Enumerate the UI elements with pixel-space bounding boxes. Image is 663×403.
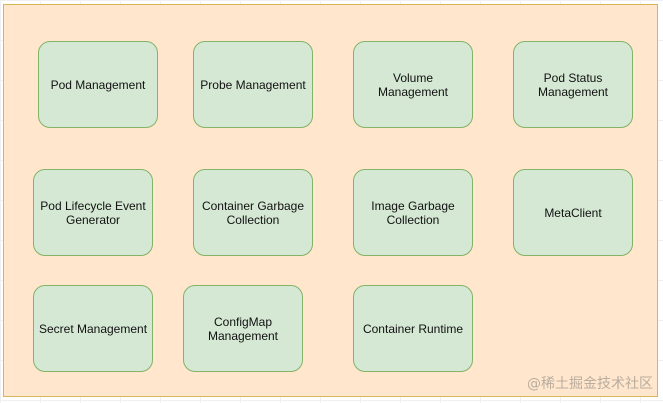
node-volume-management[interactable]: Volume Management xyxy=(353,41,473,128)
node-pod-status-management[interactable]: Pod Status Management xyxy=(513,41,633,128)
node-container-runtime[interactable]: Container Runtime xyxy=(353,285,473,372)
node-metaclient[interactable]: MetaClient xyxy=(513,169,633,256)
node-pleg[interactable]: Pod Lifecycle Event Generator xyxy=(33,169,153,256)
node-container-gc[interactable]: Container Garbage Collection xyxy=(193,169,313,256)
watermark: @稀土掘金技术社区 xyxy=(527,376,653,392)
node-secret-management[interactable]: Secret Management xyxy=(33,285,153,372)
node-configmap-management[interactable]: ConfigMap Management xyxy=(183,285,303,372)
node-probe-management[interactable]: Probe Management xyxy=(193,41,313,128)
node-pod-management[interactable]: Pod Management xyxy=(38,41,158,128)
node-image-gc[interactable]: Image Garbage Collection xyxy=(353,169,473,256)
